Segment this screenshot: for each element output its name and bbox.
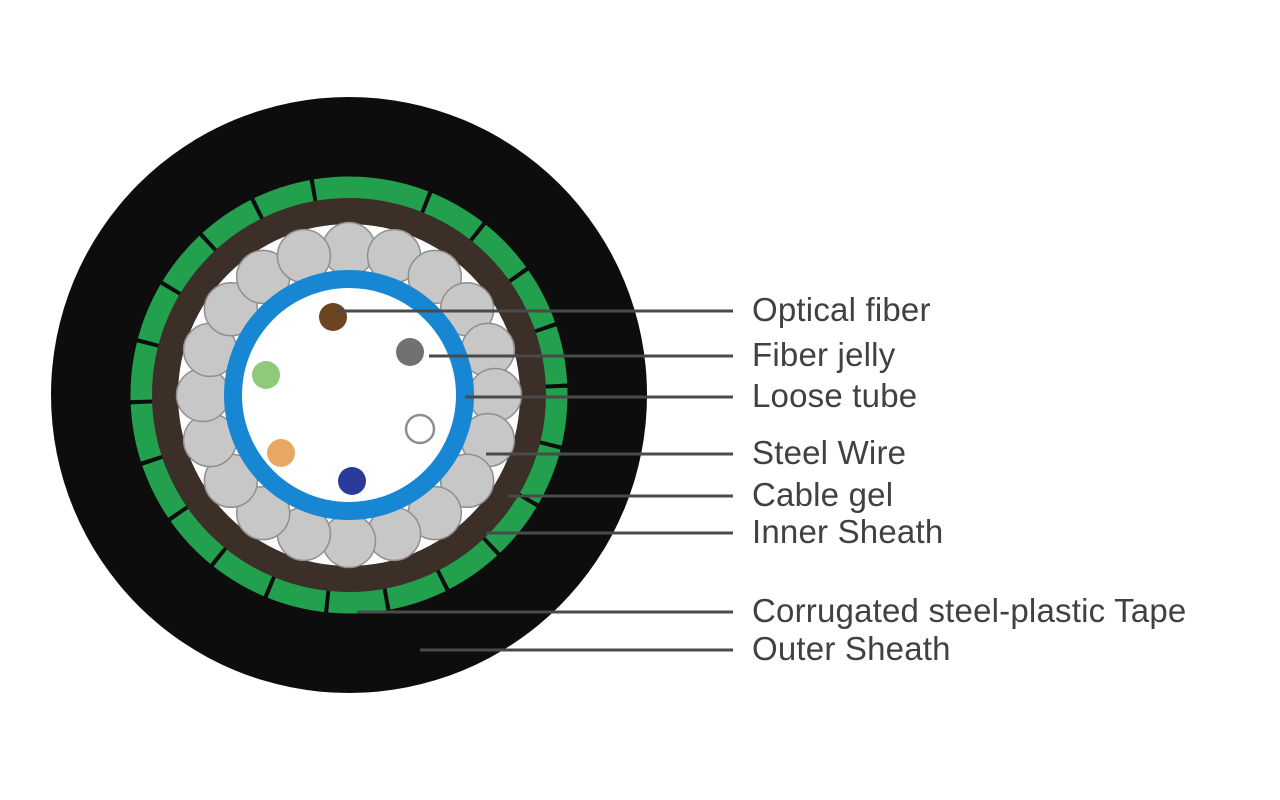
label-corrugated-steel-plastic-tape: Corrugated steel-plastic Tape: [752, 592, 1187, 630]
label-optical-fiber: Optical fiber: [752, 291, 931, 329]
steel-wire: [467, 367, 523, 423]
inner-sheath-ring: [152, 198, 546, 592]
steel-wire: [175, 367, 231, 423]
label-cable-gel: Cable gel: [752, 476, 894, 514]
steel-wire: [321, 513, 377, 569]
corrugated-tape-ring: [130, 176, 568, 614]
optical-fiber-dot-orange: [267, 439, 295, 467]
optical-fiber-dot-brown: [319, 303, 347, 331]
label-outer-sheath: Outer Sheath: [752, 630, 951, 668]
optical-fiber-dot-navy: [338, 467, 366, 495]
steel-wire: [321, 221, 377, 277]
label-loose-tube: Loose tube: [752, 377, 918, 415]
label-fiber-jelly: Fiber jelly: [752, 336, 896, 374]
optical-fiber-dot-gray: [396, 338, 424, 366]
optical-fiber-dot-green: [252, 361, 280, 389]
optical-fiber-dot-white: [404, 413, 436, 445]
label-steel-wire: Steel Wire: [752, 434, 907, 472]
label-inner-sheath: Inner Sheath: [752, 513, 944, 551]
